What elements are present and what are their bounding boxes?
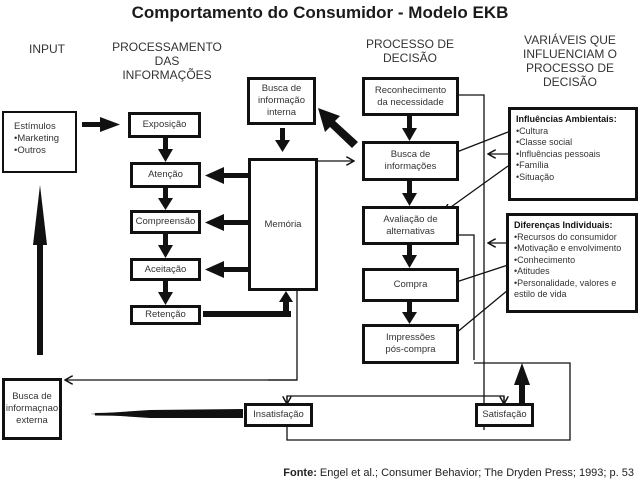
arrow-search-to-evaluation — [402, 181, 417, 206]
arrow-acceptance-to-retention — [158, 281, 173, 305]
heading-line: DECISÃO — [382, 51, 437, 65]
source-text: Engel et al.; Consumer Behavior; The Dry… — [316, 467, 634, 479]
process-step-retention: Retenção — [130, 305, 201, 325]
arrow-dissatisfaction-to-external-search — [90, 409, 243, 418]
heading-line: VARIÁVEIS QUE — [524, 33, 616, 47]
arrow-stimuli-to-exposure — [82, 117, 120, 132]
box-line: Busca de — [390, 149, 431, 160]
stimuli-title: Estímulos — [14, 121, 56, 132]
source-citation: Fonte: Engel et al.; Consumer Behavior; … — [283, 467, 634, 479]
influence-item: •Influências pessoais — [516, 148, 601, 159]
decision-step-post-purchase: Impressões pós-compra — [362, 324, 459, 364]
arrow-recognition-to-search — [402, 116, 417, 141]
heading-line: PROCESSAMENTO — [112, 40, 222, 54]
influence-item: •Recursos do consumidor — [514, 231, 617, 242]
box-line: Busca de — [12, 391, 52, 402]
stimuli-item: •Outros — [14, 145, 46, 156]
source-label: Fonte: — [283, 467, 317, 479]
arrow-memory-to-comprehension — [205, 214, 248, 231]
individual-differences-box: Diferenças Individuais: •Recursos do con… — [506, 213, 638, 313]
influence-item: •Família — [516, 160, 549, 170]
decision-step-need-recognition: Reconhecimento da necessidade — [362, 77, 459, 116]
connector-bottom-loop — [286, 362, 571, 441]
arrow-satisfaction-feedback — [514, 363, 530, 406]
box-line: externa — [16, 415, 48, 426]
box-line: Avaliação de — [383, 213, 438, 225]
environmental-influences-box: Influências Ambientais: •Cultura •Classe… — [508, 107, 638, 201]
arrow-internal-search-to-memory — [275, 128, 290, 152]
stimuli-box: Estímulos •Marketing •Outros — [2, 111, 77, 173]
box-line: da necessidade — [377, 96, 444, 108]
column-heading-decision: PROCESSO DE DECISÃO — [355, 37, 465, 65]
influence-item: •Classe social — [516, 137, 573, 147]
influence-item: estilo de vida — [514, 289, 567, 299]
influence-item: •Personalidade, valores e — [514, 277, 617, 288]
environmental-heading: Influências Ambientais: — [516, 114, 617, 124]
influence-item: •Conhecimento — [514, 254, 576, 265]
outcome-satisfaction: Satisfação — [475, 403, 534, 427]
arrow-memory-to-attention — [205, 167, 248, 184]
arrow-search-to-internal-search — [318, 108, 358, 148]
box-line: Impressões — [385, 332, 436, 343]
heading-line: INFORMAÇÕES — [122, 68, 212, 82]
arrow-evaluation-to-purchase — [402, 245, 417, 268]
arrow-retention-to-memory — [203, 291, 293, 317]
decision-step-evaluation: Avaliação de alternativas — [362, 206, 459, 245]
box-line: informações — [384, 161, 437, 172]
column-heading-processing: PROCESSAMENTO DAS INFORMAÇÕES — [108, 40, 226, 82]
individual-heading: Diferenças Individuais: — [514, 220, 613, 230]
process-step-exposure: Exposição — [128, 112, 201, 138]
process-step-acceptance: Aceitação — [130, 258, 201, 281]
box-line: Busca de — [261, 83, 302, 94]
box-line: interna — [266, 107, 297, 118]
box-line: informação — [258, 95, 305, 106]
influence-item: •Motivação e envolvimento — [514, 243, 622, 253]
arrow-attention-to-comprehension — [158, 188, 173, 210]
box-line: Reconhecimento — [374, 84, 447, 96]
connector-env-to-evaluation — [444, 165, 509, 212]
heading-line: PROCESSO DE — [525, 61, 615, 75]
diagram-title: Comportamento do Consumidor - Modelo EKB — [131, 3, 509, 22]
influence-item: •Cultura — [516, 125, 549, 136]
heading-line: INFLUENCIAM O — [522, 47, 617, 61]
process-step-attention: Atenção — [130, 162, 201, 188]
arrow-memory-to-acceptance — [205, 261, 248, 278]
connector-impressions-outcomes — [286, 395, 505, 403]
memory-box: Memória — [248, 158, 318, 291]
arrow-exposure-to-attention — [158, 138, 173, 162]
process-step-comprehension: Compreensão — [130, 210, 201, 234]
influence-item: •Situação — [516, 171, 555, 182]
heading-line: DECISÃO — [542, 75, 597, 89]
box-line: pós-compra — [385, 344, 436, 355]
column-heading-input: INPUT — [29, 42, 65, 56]
internal-search-box: Busca de informação interna — [247, 77, 316, 125]
arrow-external-search-to-stimuli — [33, 185, 47, 355]
column-heading-variables: VARIÁVEIS QUE INFLUENCIAM O PROCESSO DE … — [510, 33, 630, 89]
heading-line: DAS — [154, 54, 180, 68]
box-line: alternativas — [386, 225, 435, 237]
stimuli-item: •Marketing — [14, 133, 60, 144]
outcome-dissatisfaction: Insatisfação — [244, 403, 313, 427]
heading-line: PROCESSO DE — [365, 37, 455, 51]
external-search-box: Busca de informaçnao externa — [2, 378, 62, 440]
box-line: informaçnao — [5, 403, 59, 414]
decision-step-info-search: Busca de informações — [362, 141, 459, 181]
arrow-purchase-to-impressions — [402, 302, 417, 324]
influence-item: •Atitudes — [514, 266, 550, 276]
arrow-comprehension-to-acceptance — [158, 234, 173, 258]
decision-step-purchase: Compra — [362, 268, 459, 302]
